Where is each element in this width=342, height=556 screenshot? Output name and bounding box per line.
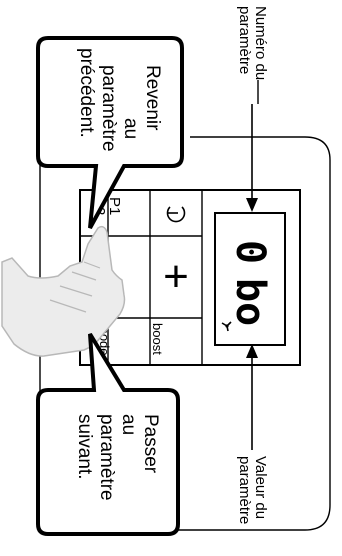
callout-next: Passer au paramètre suivant. <box>36 332 180 536</box>
plus-button[interactable]: + <box>150 236 202 318</box>
callout-next-line-4: suivant. <box>74 414 95 479</box>
boost-key-label: boost <box>150 323 165 355</box>
fan-icon <box>221 321 232 332</box>
display-window <box>214 212 286 346</box>
label-param-number-line-1: Numéro du <box>252 6 269 80</box>
label-param-number-line-2: paramètre <box>236 6 253 74</box>
power-icon <box>166 206 186 223</box>
label-param-value-line-2: paramètre <box>236 456 253 524</box>
callout-previous-line-4: précédent. <box>76 48 97 138</box>
param-value-digits: bo <box>227 278 273 326</box>
label-param-number: Numéro du paramètre <box>236 6 269 80</box>
param-number-digit: 0 <box>227 240 273 264</box>
plus-key-label: + <box>163 252 189 301</box>
callout-previous-line-2: au <box>120 118 141 139</box>
label-param-value: Valeur du paramètre <box>236 456 269 524</box>
param-value-arrowhead <box>246 344 258 358</box>
device-outline <box>39 136 331 531</box>
callout-next-line-3: paramètre <box>96 414 117 501</box>
callout-previous-line-3: paramètre <box>98 65 119 152</box>
callout-next-line-1: Passer <box>140 414 161 474</box>
label-param-value-line-1: Valeur du <box>252 456 269 519</box>
callout-next-line-2: au <box>118 414 139 435</box>
p1-key-label: P1 <box>106 197 123 215</box>
param-number-arrowhead <box>246 198 258 212</box>
boost-button[interactable]: boost <box>150 318 202 365</box>
callout-previous: Revenir au paramètre précédent. <box>36 36 184 229</box>
callout-previous-line-1: Revenir <box>142 65 163 131</box>
power-button[interactable] <box>150 190 202 236</box>
